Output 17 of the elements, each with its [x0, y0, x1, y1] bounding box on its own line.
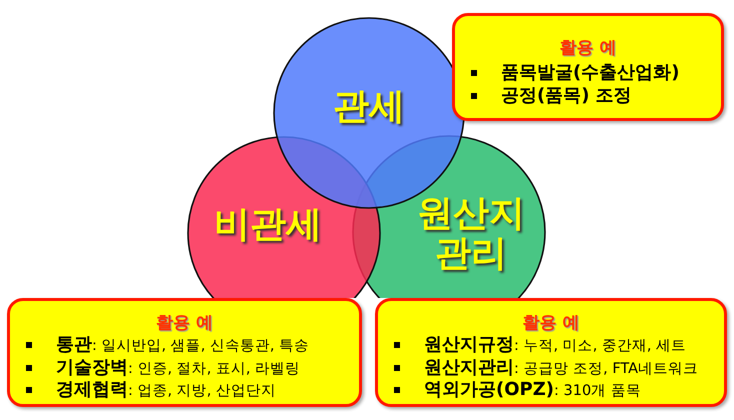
- callout-heading: 활용 예: [155, 312, 214, 334]
- bullet-text: 원산지규정: 누적, 미소, 중간재, 세트: [424, 334, 686, 357]
- circle-label: 비관세: [213, 205, 323, 245]
- callout-heading: 활용 예: [558, 37, 618, 59]
- bullet-text: 공정(품목) 조정: [501, 84, 632, 106]
- circle-label: 원산지 관리: [416, 194, 526, 274]
- bullet-text: 경제협력: 업종, 지방, 산업단지: [56, 379, 276, 402]
- callout-heading: 활용 예: [522, 312, 580, 334]
- bullet-text: 통관: 일시반입, 샘플, 신속통관, 특송: [56, 334, 310, 357]
- circle-label: 관세: [332, 87, 406, 127]
- bullet-text: 원산지관리: 공급망 조정, FTA네트워크: [424, 356, 698, 380]
- callout-box: [7, 298, 362, 407]
- bullet-text: 기술장벽: 인증, 절차, 표시, 라벨링: [56, 356, 300, 380]
- callout-box: [452, 13, 724, 121]
- bullet-text: 품목발굴(수출산업화): [501, 62, 680, 84]
- callout-box: [375, 298, 727, 407]
- bullet-text: 역외가공(OPZ): 310개 품목: [424, 379, 641, 402]
